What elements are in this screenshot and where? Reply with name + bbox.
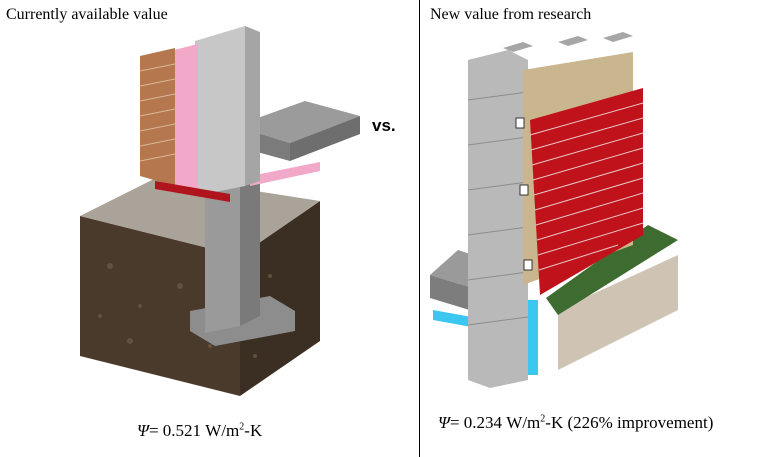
block-column <box>468 50 528 388</box>
psi-unit-right: -K (226% improvement) <box>545 413 714 432</box>
psi-value-text-left: = 0.521 W/m <box>148 421 240 440</box>
brick-veneer <box>140 48 175 186</box>
psi-exponent-left: 2 <box>239 421 245 433</box>
waterproofing-vertical <box>528 300 538 375</box>
rigid-insulation <box>170 44 198 191</box>
psi-unit-left: -K <box>244 421 263 440</box>
psi-symbol-left: Ψ <box>137 421 149 440</box>
red-brick-veneer <box>530 88 643 295</box>
block-wall <box>195 26 245 196</box>
left-caption: Currently available value <box>6 6 168 23</box>
top-block <box>558 36 588 46</box>
column-divider <box>419 0 420 457</box>
psi-value-text-right: = 0.234 W/m <box>449 413 541 432</box>
soil-base-front <box>558 255 678 370</box>
right-panel: New value from research <box>420 0 777 457</box>
flashing <box>155 181 230 202</box>
block-wall-side <box>245 26 260 186</box>
psi-exponent-right: 2 <box>540 413 546 425</box>
foundation-illustration-right <box>430 32 678 388</box>
top-block <box>603 32 633 42</box>
right-caption: New value from research <box>430 6 592 23</box>
tie-clip <box>515 117 525 129</box>
insulation-strip <box>250 162 320 186</box>
psi-symbol-right: Ψ <box>438 413 450 432</box>
left-panel: Currently available value <box>6 6 396 441</box>
slab-side <box>290 116 360 161</box>
top-block <box>503 42 533 52</box>
soil-block-front <box>80 216 240 396</box>
slab-top <box>235 101 360 143</box>
stem-wall-side <box>240 176 260 326</box>
psi-value-right: Ψ= 0.234 W/m2-K (226% improvement) <box>438 413 713 433</box>
grass <box>546 225 678 315</box>
tie-clip <box>519 184 529 196</box>
foundation-illustration-left <box>80 26 360 396</box>
psi-value-left: Ψ= 0.521 W/m2-K <box>137 421 262 441</box>
stem-wall-front <box>205 184 240 333</box>
versus-label: vs. <box>372 116 396 135</box>
tie-clip <box>523 259 533 271</box>
